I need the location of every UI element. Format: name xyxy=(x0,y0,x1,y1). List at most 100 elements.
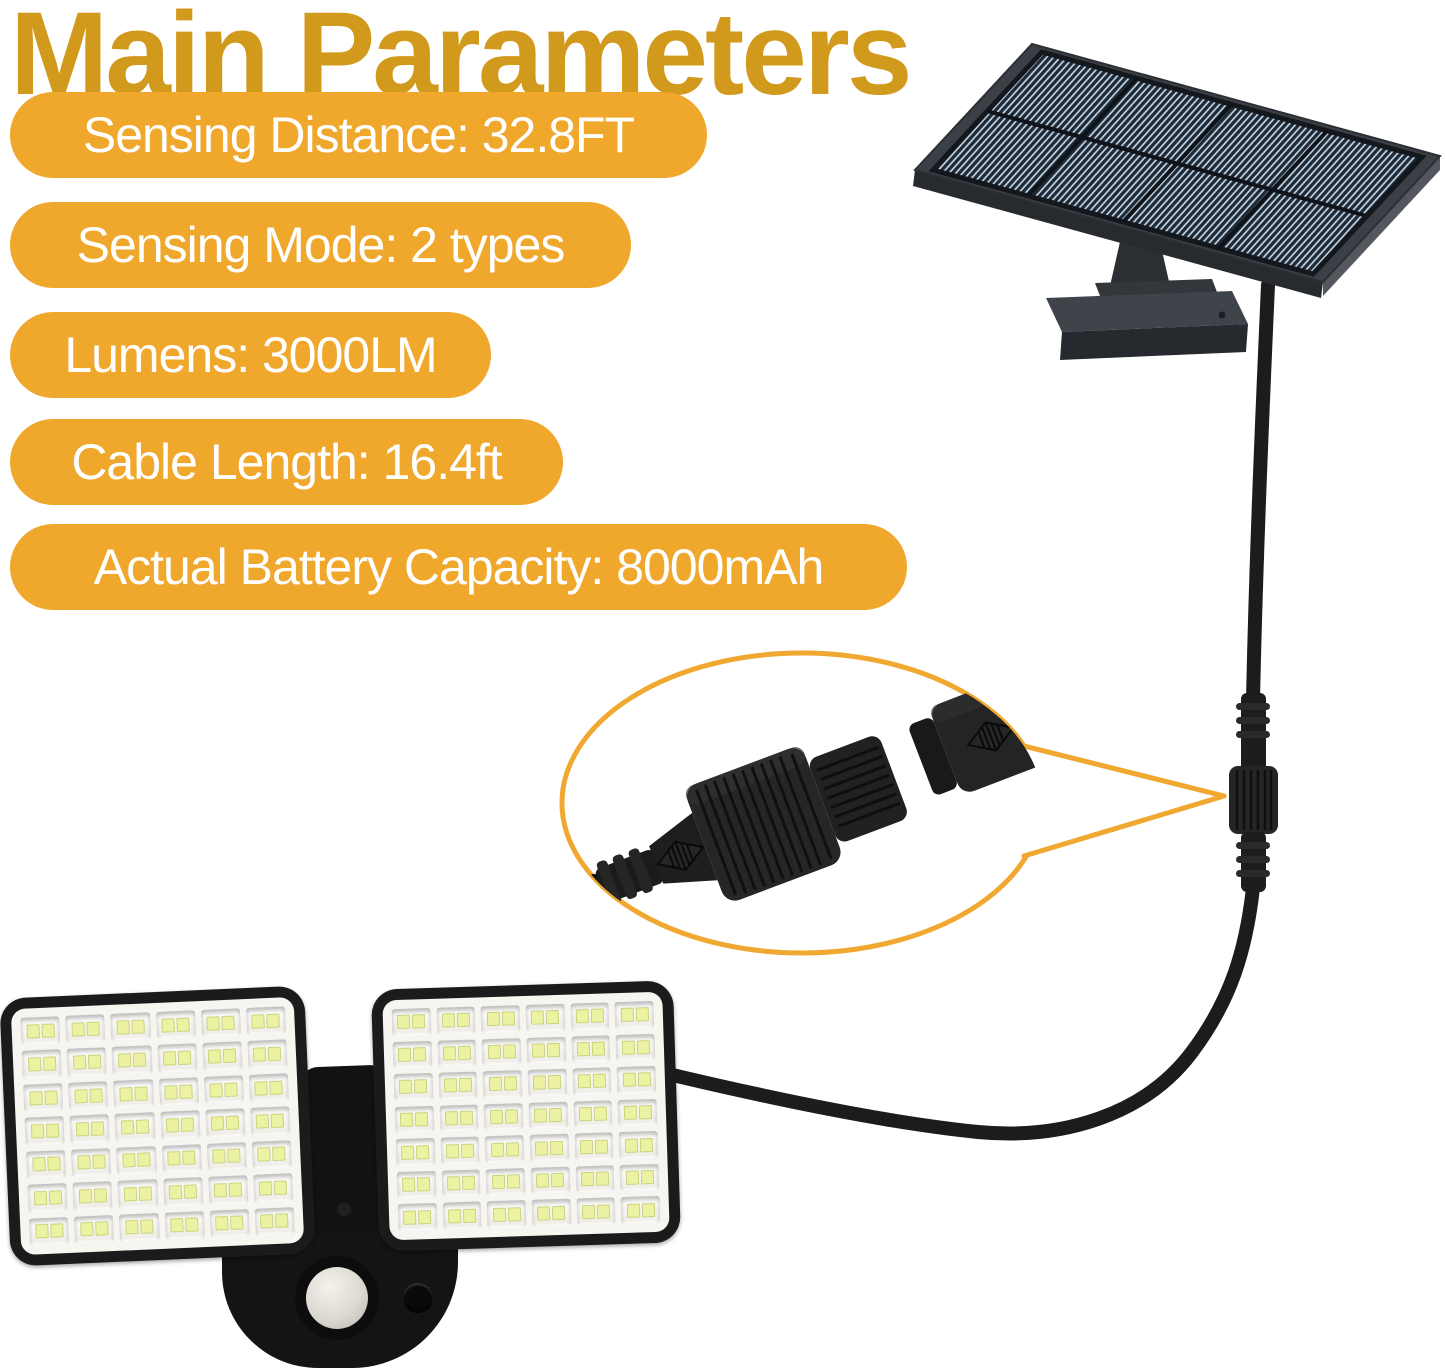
spec-pill-lumens: Lumens: 3000LM xyxy=(10,312,491,398)
led-chip xyxy=(134,1085,148,1101)
led-chip xyxy=(87,1054,102,1070)
led-cell xyxy=(25,1149,67,1179)
led-cell xyxy=(119,1212,160,1242)
led-chip xyxy=(417,1177,431,1192)
led-chip xyxy=(577,1074,592,1089)
led-cell xyxy=(68,1080,109,1111)
led-chip xyxy=(71,1021,85,1037)
led-chip xyxy=(443,1078,458,1093)
led-cell xyxy=(439,1104,479,1132)
connector-emblem-icon xyxy=(656,840,705,871)
led-cell xyxy=(203,1075,244,1105)
led-cell xyxy=(393,1073,434,1101)
led-chip xyxy=(116,1019,130,1035)
led-cell xyxy=(440,1136,480,1165)
left-led-panel xyxy=(10,996,305,1256)
led-chip xyxy=(94,1221,109,1237)
led-chip xyxy=(502,1044,516,1059)
led-chip xyxy=(623,1105,637,1120)
led-chip xyxy=(91,1154,106,1170)
led-chip xyxy=(207,1049,222,1064)
led-chip xyxy=(41,1023,55,1038)
led-chip xyxy=(442,1046,457,1061)
led-cell xyxy=(570,1002,610,1031)
led-chip xyxy=(445,1143,460,1159)
spec-pill-sensing-distance: Sensing Distance: 32.8FT xyxy=(10,92,707,178)
led-cell xyxy=(158,1077,199,1107)
led-chip xyxy=(591,1041,606,1056)
led-cell xyxy=(254,1206,295,1236)
led-cell xyxy=(480,1005,521,1033)
led-chip xyxy=(230,1215,244,1231)
led-cell xyxy=(247,1039,288,1069)
led-chip xyxy=(27,1057,42,1072)
led-chip xyxy=(165,1118,180,1133)
led-chip xyxy=(401,1145,415,1160)
led-chip xyxy=(640,1170,654,1185)
led-chip xyxy=(45,1123,59,1138)
led-chip xyxy=(400,1112,414,1127)
led-cell xyxy=(438,1071,478,1100)
led-chip xyxy=(275,1213,289,1229)
led-chip xyxy=(637,1072,651,1087)
led-chip xyxy=(447,1208,462,1224)
led-chip xyxy=(164,1084,178,1100)
led-chip xyxy=(30,1123,44,1139)
flood-light xyxy=(0,980,700,1372)
led-chip xyxy=(534,1108,548,1123)
bracket-screw xyxy=(337,1202,351,1216)
led-chip xyxy=(504,1109,518,1124)
led-chip xyxy=(580,1172,595,1187)
led-chip xyxy=(532,1043,546,1058)
led-cell xyxy=(21,1049,62,1079)
led-cell xyxy=(572,1067,612,1096)
led-chip xyxy=(462,1208,477,1223)
led-chip xyxy=(460,1143,475,1158)
led-chip xyxy=(260,1214,274,1229)
led-chip xyxy=(594,1138,609,1154)
led-chip xyxy=(75,1121,90,1137)
led-cell xyxy=(71,1147,112,1177)
led-chip xyxy=(268,1046,282,1062)
led-cell xyxy=(528,1101,569,1130)
led-chip xyxy=(536,1173,550,1188)
led-chip xyxy=(549,1107,563,1123)
led-chip xyxy=(501,1011,515,1026)
led-chip xyxy=(636,1039,650,1055)
led-chip xyxy=(272,1146,287,1162)
led-head-right xyxy=(370,980,682,1252)
panel-edge-right xyxy=(1323,156,1440,296)
led-cell xyxy=(72,1181,113,1211)
spec-pill-cable-length: Cable Length: 16.4ft xyxy=(10,419,563,505)
led-chip xyxy=(182,1150,196,1166)
led-chip xyxy=(74,1088,88,1104)
led-chip xyxy=(212,1149,226,1165)
led-cell xyxy=(620,1196,661,1225)
led-chip xyxy=(622,1072,636,1088)
led-chip xyxy=(575,1009,590,1024)
led-cell xyxy=(245,1006,287,1036)
led-cell xyxy=(66,1047,108,1077)
mount-base-top xyxy=(1046,291,1248,332)
led-cell xyxy=(615,1033,656,1062)
led-chip xyxy=(117,1053,132,1068)
led-chip xyxy=(414,1079,428,1094)
led-cell xyxy=(200,1008,241,1038)
led-cell xyxy=(251,1139,292,1170)
led-cell xyxy=(155,1010,196,1040)
led-chip xyxy=(31,1157,46,1172)
led-chip xyxy=(592,1073,607,1089)
led-chip xyxy=(418,1209,432,1225)
led-chip xyxy=(578,1106,593,1122)
led-cell xyxy=(209,1208,250,1238)
led-chip xyxy=(403,1210,417,1225)
led-cell xyxy=(74,1214,115,1244)
led-chip xyxy=(490,1142,504,1157)
led-cell xyxy=(20,1016,61,1046)
panel-edge-front xyxy=(913,170,1323,298)
led-chip xyxy=(131,1019,145,1034)
led-chip xyxy=(168,1184,183,1200)
led-chip xyxy=(72,1055,87,1070)
led-chip xyxy=(488,1077,502,1092)
led-cell xyxy=(482,1070,523,1099)
